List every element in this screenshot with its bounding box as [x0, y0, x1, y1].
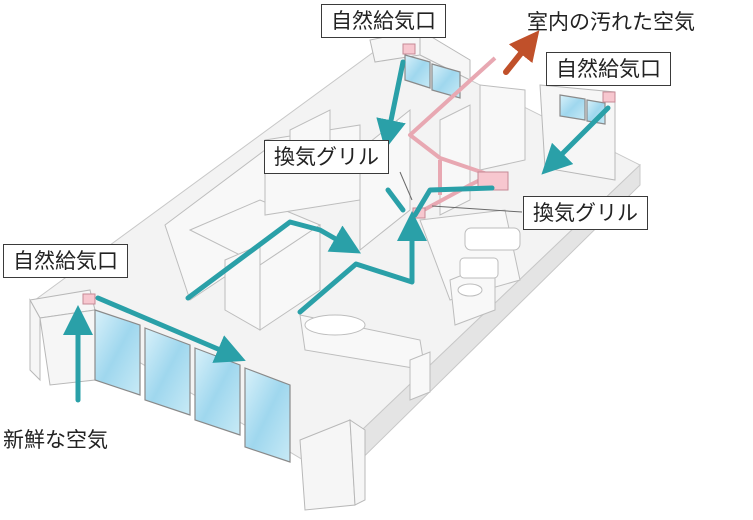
arrow-top-intake: [376, 59, 406, 150]
arrow-right-intake: [541, 105, 611, 175]
arrow-left-intake: [95, 295, 246, 363]
windows: [94, 54, 606, 463]
arrow-grille-center: [385, 187, 406, 213]
arrow-route-b: [297, 211, 427, 315]
label-grille-center: 換気グリル: [264, 140, 389, 174]
label-intake-right: 自然給気口: [546, 52, 671, 86]
arrow-route-c: [412, 185, 495, 218]
label-grille-right: 換気グリル: [523, 196, 648, 230]
label-intake-left: 自然給気口: [3, 244, 128, 278]
supply-airflow-arrows: [63, 59, 611, 403]
label-fresh-air: 新鮮な空気: [3, 428, 108, 452]
label-intake-top: 自然給気口: [321, 4, 446, 38]
label-exhaust: 室内の汚れた空気: [527, 10, 695, 34]
bath-fixtures: [304, 227, 521, 336]
arrow-route-a: [185, 219, 362, 301]
leader-lines: [399, 171, 523, 213]
exhaust-arrow: [503, 30, 540, 75]
